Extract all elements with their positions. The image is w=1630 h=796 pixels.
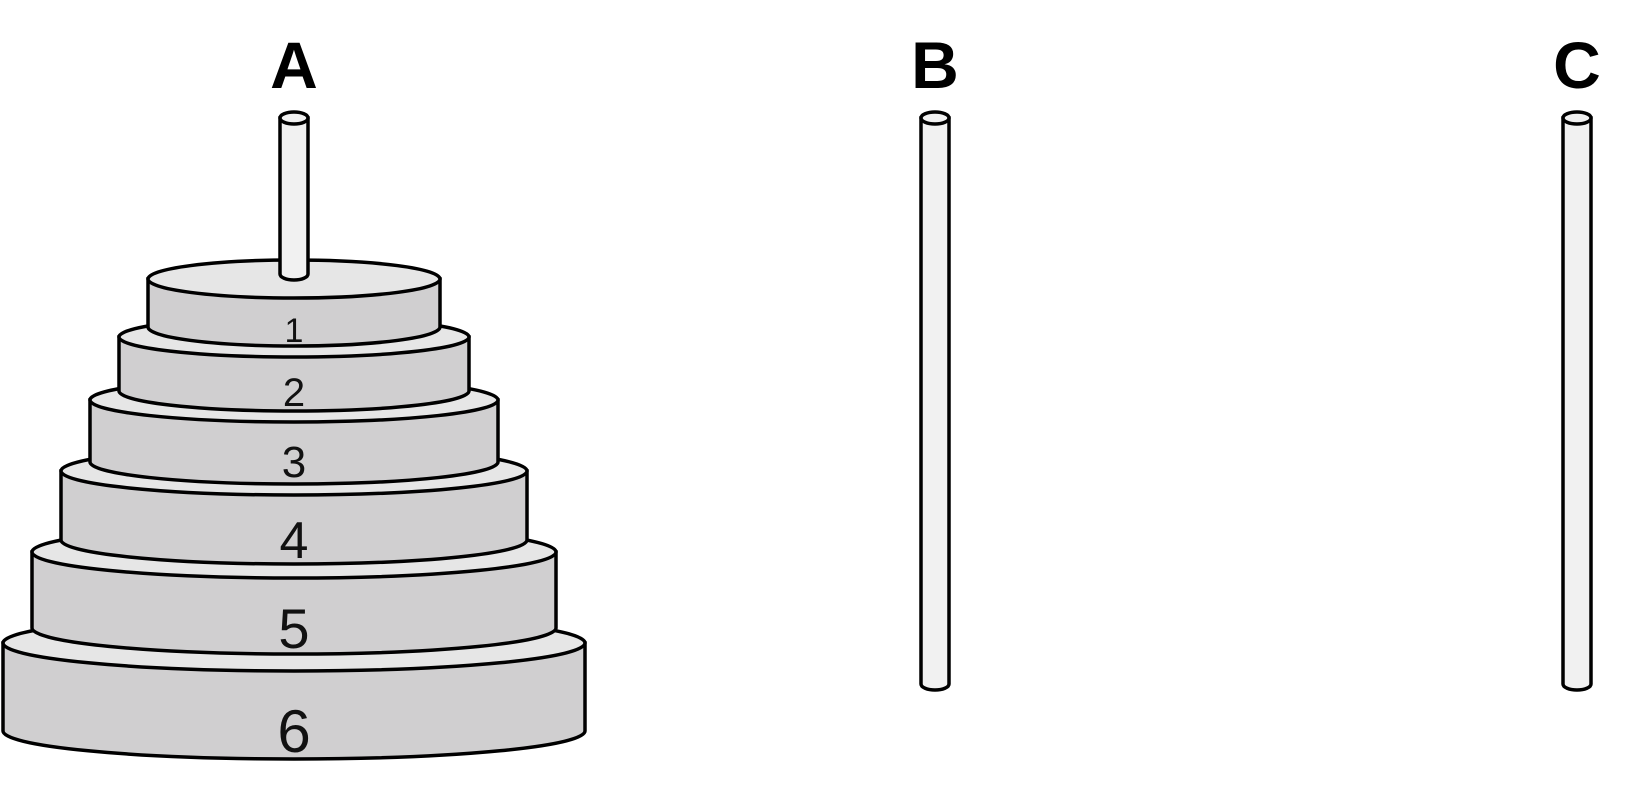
rod-a [278,110,310,282]
disk-label-3: 3 [282,438,306,487]
disk-label-4: 4 [280,512,309,570]
disk-label-5: 5 [278,597,309,660]
disk-label-2: 2 [283,371,305,415]
rod-b [919,110,951,692]
disk-label-6: 6 [277,698,310,765]
rod-label-b: B [911,28,959,102]
disk-label-1: 1 [285,312,304,350]
rod-label-c: C [1553,28,1601,102]
rod-label-a: A [270,28,318,102]
rod-c [1561,110,1593,692]
